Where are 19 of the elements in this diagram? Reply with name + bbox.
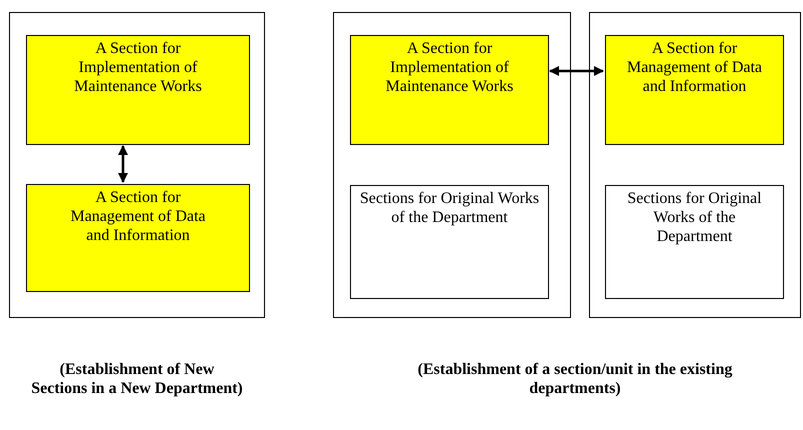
section-box <box>350 35 549 145</box>
caption: (Establishment of New Sections in a New Department) <box>30 360 244 398</box>
department-box <box>605 185 784 299</box>
section-text: A Section for Management of Data and Information <box>69 188 207 245</box>
section-box <box>605 35 784 145</box>
double-arrow <box>118 145 128 183</box>
group-frame <box>9 12 265 318</box>
section-text: Sections for Original Works of the Department <box>626 189 763 246</box>
group-frame <box>589 12 801 318</box>
section-text: A Section for Management of Data and Information <box>626 39 764 96</box>
section-text: A Section for Implementation of Maintenance Works <box>384 39 514 96</box>
section-text: A Section for Implementation of Maintenance Works <box>73 39 203 96</box>
double-arrow <box>549 66 604 76</box>
department-box <box>350 185 549 299</box>
caption: (Establishment of a section/unit in the existing departments) <box>416 360 734 398</box>
group-frame <box>333 12 571 318</box>
section-text: Sections for Original Works of the Department <box>358 189 540 227</box>
section-box <box>26 35 250 145</box>
section-box <box>26 184 250 292</box>
